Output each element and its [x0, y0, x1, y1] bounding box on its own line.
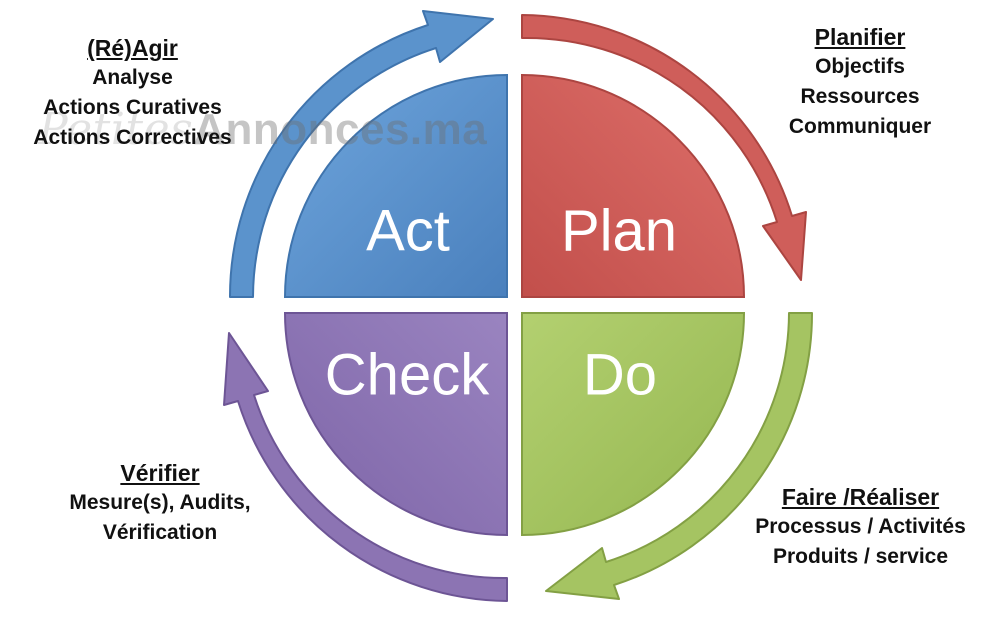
watermark-part2: Annonces.ma — [193, 105, 488, 154]
watermark-part1: Petites — [38, 104, 194, 155]
plan-line: Communiquer — [788, 115, 932, 138]
check-line: Mesure(s), Audits, — [69, 491, 251, 514]
check-text-block: Vérifier Mesure(s), Audits, Vérification — [40, 458, 280, 548]
act-line: Actions Curatives — [43, 96, 222, 119]
arrow-do-to-check — [545, 312, 814, 600]
plan-heading: Planifier — [814, 24, 906, 50]
quadrant-act: Act — [283, 73, 508, 298]
quadrant-check: Check — [283, 312, 508, 537]
plan-line: Ressources — [800, 85, 920, 108]
quadrant-plan-label: Plan — [561, 199, 677, 264]
act-text-block: (Ré)Agir Analyse Actions Curatives Actio… — [5, 33, 260, 153]
do-line: Produits / service — [772, 545, 949, 568]
act-line: Actions Correctives — [33, 126, 232, 149]
do-text-block: Faire /Réaliser Processus / Activités Pr… — [728, 482, 993, 572]
quadrant-check-label: Check — [325, 343, 490, 408]
do-line: Processus / Activités — [755, 515, 966, 538]
quadrant-act-label: Act — [366, 199, 450, 264]
check-line: Vérification — [102, 521, 218, 544]
arrow-act-to-plan — [228, 10, 494, 298]
plan-text-block: Planifier Objectifs Ressources Communiqu… — [765, 22, 955, 142]
plan-line: Objectifs — [815, 55, 905, 78]
check-heading: Vérifier — [120, 460, 200, 486]
do-heading: Faire /Réaliser — [781, 484, 940, 510]
arrow-check-to-act — [223, 332, 508, 602]
arrow-plan-to-do — [521, 14, 807, 281]
quadrant-do-label: Do — [583, 343, 657, 408]
act-heading: (Ré)Agir — [87, 35, 178, 61]
watermark: PetitesAnnonces.ma — [38, 104, 487, 155]
quadrant-do: Do — [521, 312, 746, 537]
quadrant-plan: Plan — [521, 73, 746, 298]
act-line: Analyse — [92, 66, 173, 89]
